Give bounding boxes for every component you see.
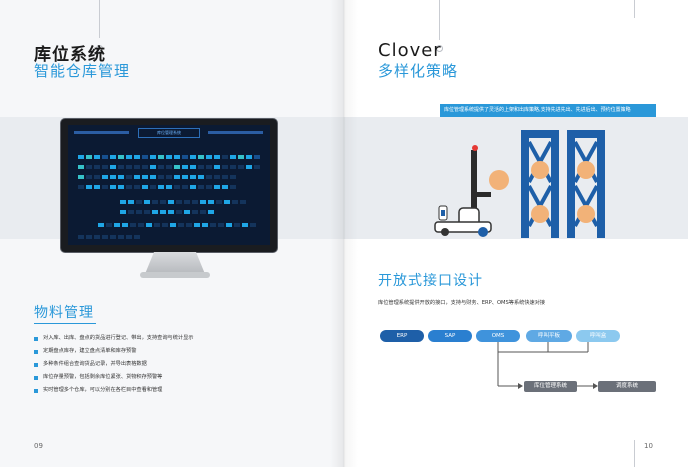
list-item: 实时管理多个仓库，可以分别在各栏目中查看和管理	[34, 384, 193, 397]
screen-header-bar	[74, 131, 129, 134]
page-title: 库位系统	[34, 45, 106, 65]
system-pill-oms: OMS	[476, 330, 520, 342]
flow-connectors	[497, 342, 598, 389]
feature-list: 对入库、出库、盘点的货品进行登记、带出，支持查询与统计显示 定期盘点库存，建立盘…	[34, 332, 193, 397]
monitor-screen: 库位管理系统	[68, 125, 270, 245]
monitor-base	[140, 272, 210, 278]
section-title: 物料管理	[34, 305, 94, 321]
list-item: 多种条件组合查询货品记录，并导出表格数据	[34, 358, 193, 371]
cell-row	[78, 235, 140, 239]
list-item: 定期盘点库存，建立盘点清单和库存预警	[34, 345, 193, 358]
cell-row	[120, 200, 246, 204]
flow-box-dispatch-system: 调度系统	[598, 381, 656, 392]
decor-thread	[439, 0, 440, 40]
cell-row	[120, 210, 214, 214]
system-pill-call-pad: 呼叫平板	[526, 330, 572, 342]
decor-thread	[99, 0, 100, 38]
screen-title: 库位管理系统	[138, 128, 200, 138]
page-number: 10	[644, 442, 653, 450]
cell-row	[78, 175, 236, 179]
section-title: 开放式接口设计	[378, 273, 483, 289]
cell-row	[78, 185, 236, 189]
page-subtitle: 多样化策略	[378, 62, 459, 80]
system-pill-sap: SAP	[428, 330, 472, 342]
section-underline	[34, 323, 96, 324]
forklift-illustration	[434, 130, 605, 238]
strategy-banner: 库位管理系统提供了灵活的上架和出库策略,支持先进先出、先进后出、预约位置策略	[440, 104, 656, 117]
screen-header-bar	[208, 131, 263, 134]
decor-dot	[436, 45, 443, 52]
page-title: Clover	[378, 40, 442, 61]
decor-thread	[634, 440, 635, 467]
monitor-image: 库位管理系统	[60, 118, 278, 253]
system-pill-erp: ERP	[380, 330, 424, 342]
decor-dot	[96, 45, 103, 52]
system-pill-call-box: 呼叫盒	[576, 330, 620, 342]
cell-row	[78, 155, 260, 159]
decor-thread	[634, 0, 635, 18]
monitor-stand	[145, 252, 205, 274]
flow-box-warehouse-system: 库位管理系统	[524, 381, 577, 392]
cell-row	[78, 165, 260, 169]
list-item: 库位存量预警，包括剩余库位紧张、货物积存预警等	[34, 371, 193, 384]
list-item: 对入库、出库、盘点的货品进行登记、带出，支持查询与统计显示	[34, 332, 193, 345]
cell-row	[98, 223, 256, 227]
rack-icon	[567, 130, 605, 238]
page-number: 09	[34, 442, 43, 450]
forklift-icon	[434, 145, 509, 237]
interface-description: 库位管理系统提供开放的接口，支持与财务、ERP、OMS等系统快速对接	[378, 300, 546, 306]
page-subtitle: 智能仓库管理	[34, 62, 131, 80]
rack-icon	[521, 130, 559, 238]
